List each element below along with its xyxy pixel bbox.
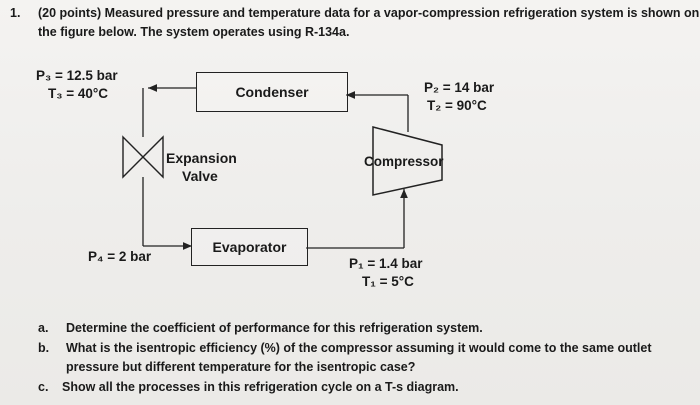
- state-4-pressure: P₄ = 2 bar: [88, 249, 152, 264]
- state-3-pressure: P₃ = 12.5 bar: [36, 68, 118, 83]
- expansion-valve-label-1: Expansion: [166, 150, 237, 166]
- subquestion-b-letter: b.: [38, 341, 50, 355]
- evaporator-label: Evaporator: [212, 239, 287, 255]
- state-2-pressure: P₂ = 14 bar: [424, 80, 495, 95]
- question-text-line-1: (20 points) Measured pressure and temper…: [38, 6, 700, 20]
- state-3-temperature: T₃ = 40°C: [48, 86, 109, 101]
- subquestion-c-letter: c.: [38, 380, 49, 394]
- condenser-label: Condenser: [235, 84, 309, 100]
- subquestion-c-text: Show all the processes in this refrigera…: [62, 380, 459, 394]
- expansion-valve-symbol: [122, 135, 164, 179]
- subquestion-b-text: What is the isentropic efficiency (%) of…: [66, 341, 652, 355]
- question-text-line-2: the figure below. The system operates us…: [38, 25, 350, 39]
- expansion-valve-label-2: Valve: [182, 168, 218, 184]
- compressor-label: Compressor: [364, 154, 444, 169]
- subquestion-b-text-line-2: pressure but different temperature for t…: [66, 360, 416, 374]
- evaporator-box: Evaporator: [191, 228, 308, 266]
- state-2-temperature: T₂ = 90°C: [427, 98, 487, 113]
- question-number: 1.: [10, 6, 21, 20]
- compressor-symbol: [372, 126, 443, 196]
- subquestion-a-letter: a.: [38, 321, 49, 335]
- condenser-box: Condenser: [196, 72, 348, 112]
- state-1-pressure: P₁ = 1.4 bar: [349, 256, 423, 271]
- subquestion-a-text: Determine the coefficient of performance…: [66, 321, 483, 335]
- state-1-temperature: T₁ = 5°C: [362, 274, 414, 289]
